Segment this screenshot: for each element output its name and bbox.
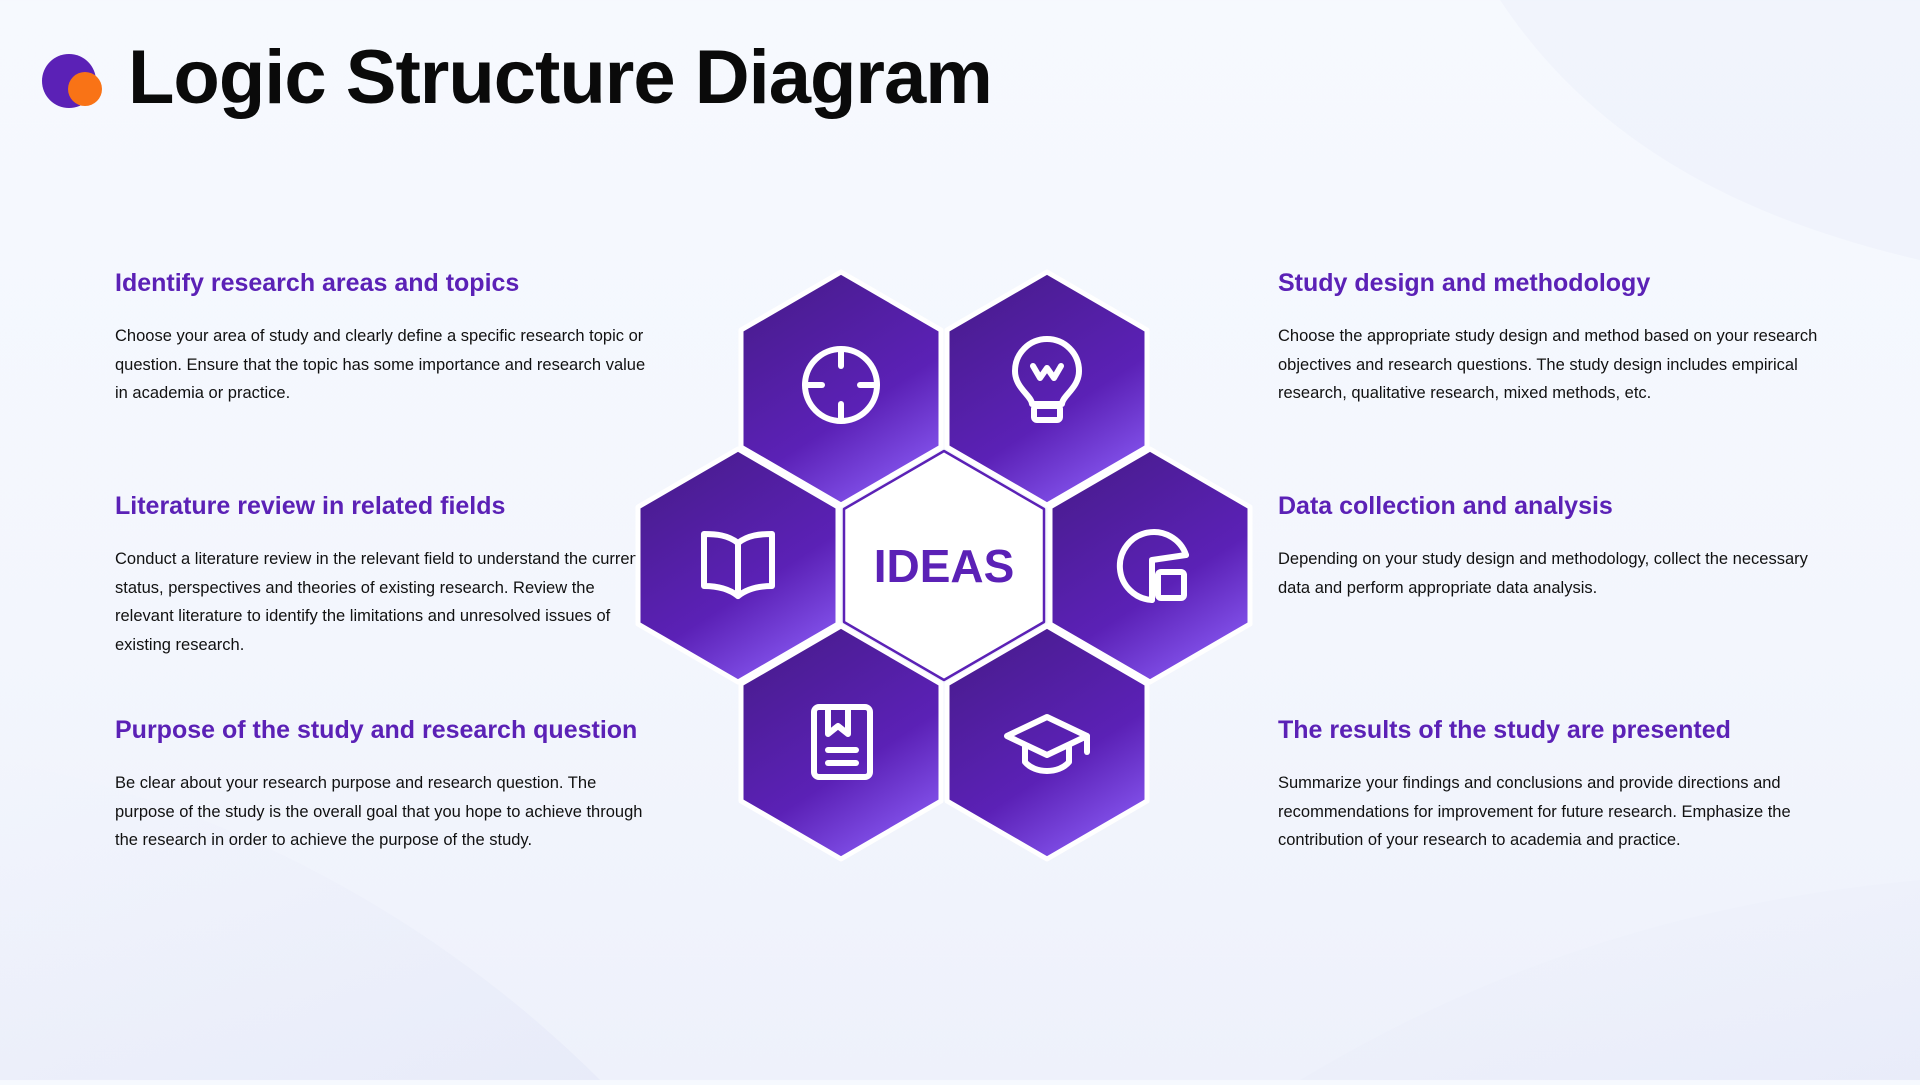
section-results-title: The results of the study are presented [1278,716,1731,744]
section-data-title: Data collection and analysis [1278,492,1613,520]
hex-middle-left [635,446,841,685]
brand-logo [40,50,104,114]
section-results: The results of the study are presented S… [1278,715,1838,855]
section-results-body: Summarize your findings and conclusions … [1278,774,1791,849]
hex-top-right [944,269,1150,508]
crosshair-icon [802,346,880,424]
section-data: Data collection and analysis Depending o… [1278,491,1838,602]
hex-bottom-left [738,623,944,862]
section-purpose: Purpose of the study and research questi… [115,715,655,855]
book-icon [701,531,775,599]
section-purpose-title: Purpose of the study and research questi… [115,716,638,744]
section-purpose-body: Be clear about your research purpose and… [115,774,643,849]
bookmark-document-icon [811,704,873,780]
hex-top-left [738,269,944,508]
hex-bottom-right [944,623,1150,862]
chart-pie-icon [1116,529,1189,603]
section-identify: Identify research areas and topics Choos… [115,268,655,408]
section-literature: Literature review in related fields Cond… [115,491,655,659]
hex-center: IDEAS [842,449,1046,682]
section-identify-body: Choose your area of study and clearly de… [115,327,646,402]
logo-orange-circle [68,72,102,106]
lightbulb-icon [1012,336,1082,423]
section-design-body: Choose the appropriate study design and … [1278,327,1818,402]
graduation-cap-icon [1004,714,1090,774]
section-design: Study design and methodology Choose the … [1278,268,1838,408]
page-title: Logic Structure Diagram [128,35,993,120]
section-design-title: Study design and methodology [1278,269,1651,297]
center-label: IDEAS [874,540,1015,592]
hex-middle-right [1047,446,1253,685]
section-identify-title: Identify research areas and topics [115,269,520,297]
section-literature-title: Literature review in related fields [115,492,506,520]
section-data-body: Depending on your study design and metho… [1278,550,1808,597]
section-literature-body: Conduct a literature review in the relev… [115,550,644,654]
